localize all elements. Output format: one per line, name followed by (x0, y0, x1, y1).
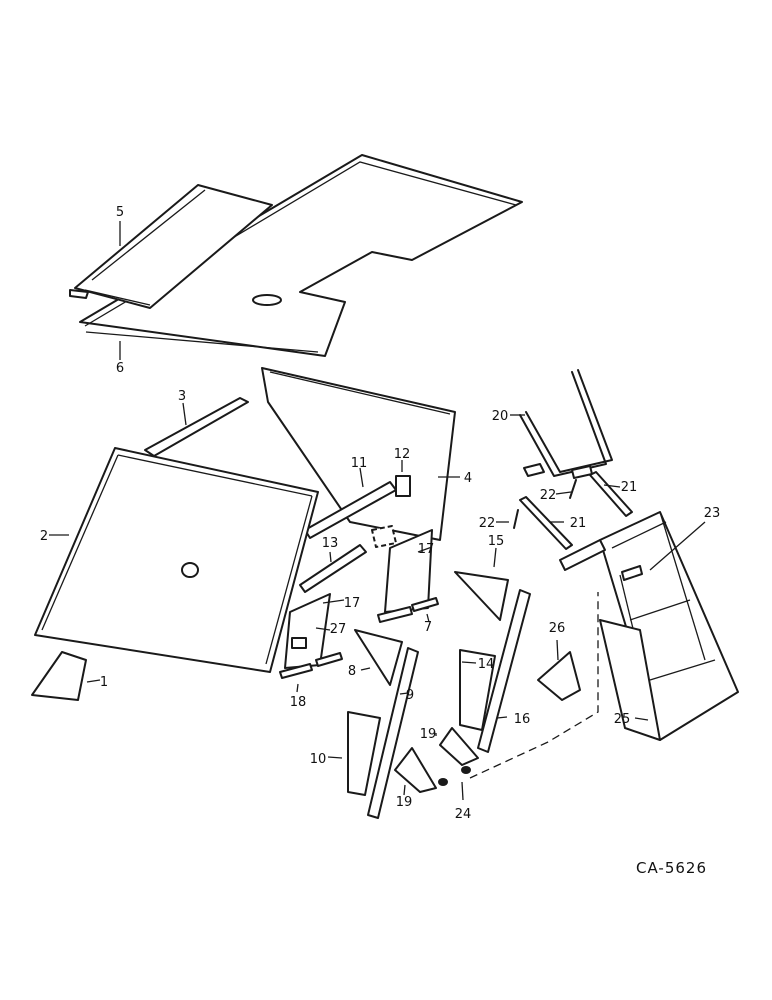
floor-slot (252, 294, 282, 306)
callout-1: 1 (100, 675, 108, 690)
part-17-upper-panel (384, 529, 433, 613)
callout-22-lower: 22 (479, 516, 496, 531)
part-2-side-panel (34, 447, 319, 673)
callout-2: 2 (40, 529, 48, 544)
part-17-lower-panel (284, 593, 331, 669)
part-7-strips (377, 597, 439, 623)
part-1-gusset (31, 651, 87, 701)
callout-13: 13 (322, 536, 339, 551)
callout-25: 26 (549, 621, 566, 636)
callout-26: 23 (704, 506, 721, 521)
callout-17-upper: 17 (418, 542, 435, 557)
part-16-post (477, 589, 531, 753)
part-22-pins (513, 479, 577, 529)
callout-15: 15 (488, 534, 505, 549)
callout-21-upper: 21 (621, 480, 638, 495)
callout-6: 6 (116, 361, 124, 376)
callout-7: 7 (424, 620, 432, 635)
side-panel-hole (181, 562, 199, 578)
small-plate (371, 525, 397, 548)
part-13-cross-bar (299, 544, 367, 593)
callout-11: 11 (351, 456, 368, 471)
callout-4: 4 (464, 471, 472, 486)
callout-16: 16 (514, 712, 531, 727)
callout-5: 5 (116, 205, 124, 220)
callout-14: 14 (478, 657, 495, 672)
part-19-lower-bracket (394, 747, 437, 793)
part-27-slot (291, 637, 307, 649)
part-5-channel (69, 184, 273, 309)
part-9-post (367, 647, 419, 819)
leader-lines (49, 221, 706, 801)
callout-24: 25 (614, 712, 631, 727)
drawing-code: CA-5626 (636, 859, 707, 877)
part-12-bracket (395, 475, 411, 497)
callout-10: 10 (310, 752, 327, 767)
part-20-frame (519, 369, 613, 479)
callout-19-lower: 19 (396, 795, 413, 810)
assembly-dashed-line (469, 592, 599, 779)
part-3-top-rail (144, 397, 249, 457)
callout-22-upper: 22 (540, 488, 557, 503)
callout-3: 3 (178, 389, 186, 404)
callout-21-lower: 21 (570, 516, 587, 531)
part-26-slot (621, 565, 643, 581)
part-19-upper-bracket (439, 727, 479, 766)
part-25-cover (537, 651, 581, 701)
part-18-strips (279, 652, 343, 679)
part-23-grommets (438, 766, 471, 786)
callout-12: 12 (394, 447, 411, 462)
part-10-panel (347, 711, 381, 796)
part-24-ladder (559, 511, 739, 741)
callout-27: 27 (330, 622, 347, 637)
callout-18: 18 (290, 695, 307, 710)
callout-19-upper: 19 (420, 727, 437, 742)
part-8-gusset (354, 629, 403, 686)
callout-9: 9 (406, 688, 414, 703)
callout-8: 8 (348, 664, 356, 679)
callout-23: 24 (455, 807, 472, 822)
callout-17-lower: 17 (344, 596, 361, 611)
part-21-bars (519, 471, 633, 550)
part-15-gusset (454, 571, 509, 621)
callout-20: 20 (492, 409, 509, 424)
